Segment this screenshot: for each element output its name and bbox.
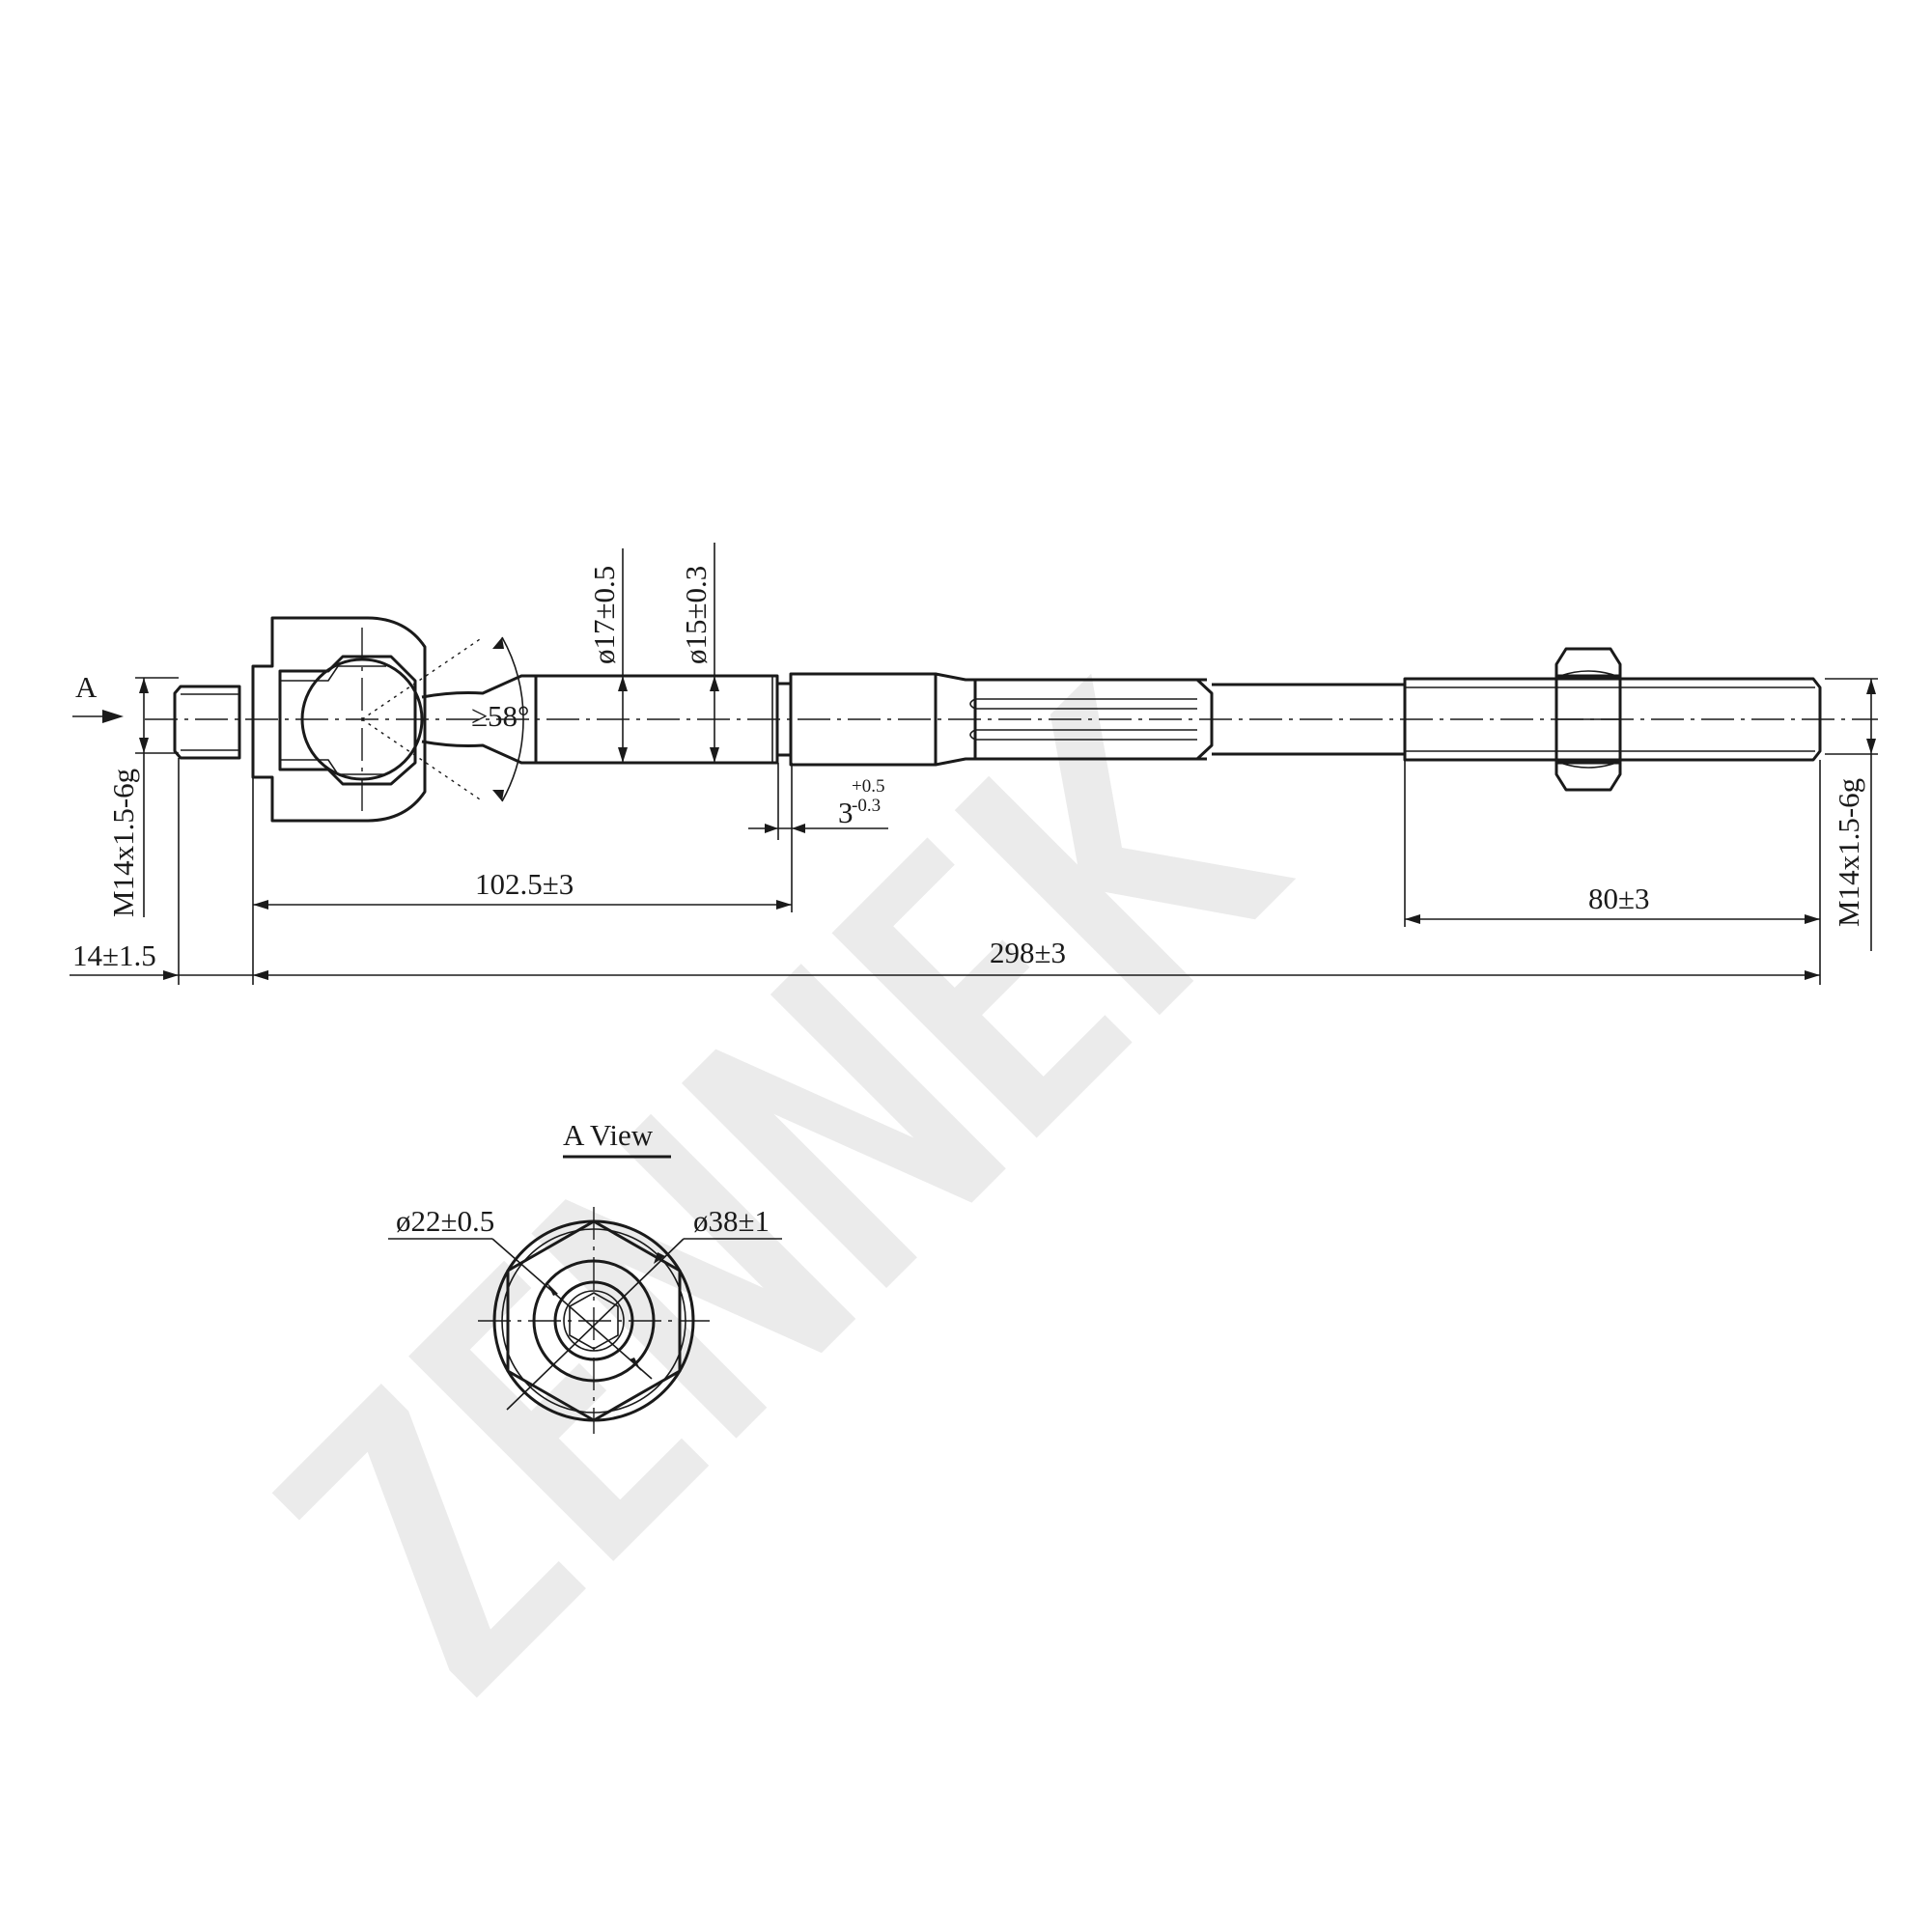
- main-view: A M14x1.5-6g M14x1.5-6g ≥58° ø17±: [70, 543, 1878, 985]
- length-298-label: 298±3: [990, 936, 1066, 969]
- dim-left-thread: M14x1.5-6g: [106, 677, 179, 917]
- dim-length-102: 102.5±3: [252, 777, 793, 985]
- rod-neck: [361, 636, 536, 802]
- lock-nut: [1554, 647, 1622, 792]
- diameter-22-label: ø22±0.5: [396, 1204, 494, 1238]
- groove-lower-tol-label: -0.3: [852, 796, 881, 816]
- a-view: A View ø22±0.5 ø38±1: [388, 1118, 782, 1434]
- dim-diameter-15: ø15±0.3: [679, 543, 719, 763]
- dim-diameter-22: ø22±0.5: [388, 1204, 653, 1380]
- dim-groove: 3 +0.5 -0.3: [748, 763, 888, 840]
- groove-upper-tol-label: +0.5: [852, 776, 884, 797]
- dim-length-298: 298±3: [253, 936, 1820, 980]
- left-threaded-stud: [173, 685, 241, 760]
- length-14-label: 14±1.5: [72, 938, 156, 972]
- dim-right-thread: M14x1.5-6g: [1825, 678, 1878, 951]
- view-a-indicator: A: [72, 670, 124, 723]
- diameter-17-label: ø17±0.5: [587, 566, 621, 664]
- right-thread-label: M14x1.5-6g: [1832, 778, 1865, 927]
- dim-length-80: 80±3: [1404, 760, 1821, 985]
- ball-socket-housing: [251, 616, 427, 823]
- dim-length-14: 14±1.5: [70, 758, 268, 985]
- dim-diameter-17: ø17±0.5: [587, 548, 628, 763]
- stud-circle: [553, 1280, 634, 1361]
- left-thread-label: M14x1.5-6g: [106, 769, 140, 917]
- rod-splined-section: [935, 672, 1214, 767]
- dim-diameter-38: ø38±1: [506, 1204, 782, 1411]
- groove-value-label: 3: [838, 796, 854, 829]
- rod-main-section: [534, 672, 938, 767]
- watermark-logo: [271, 673, 1297, 1698]
- view-a-arrow-label: A: [75, 670, 98, 704]
- a-view-title: A View: [563, 1118, 654, 1152]
- diameter-38-label: ø38±1: [693, 1204, 770, 1238]
- length-80-label: 80±3: [1588, 882, 1650, 915]
- cone-angle-label: ≥58°: [471, 699, 529, 733]
- diameter-15-label: ø15±0.3: [679, 566, 713, 664]
- rod-shank: [1212, 683, 1405, 756]
- length-102-label: 102.5±3: [475, 867, 574, 901]
